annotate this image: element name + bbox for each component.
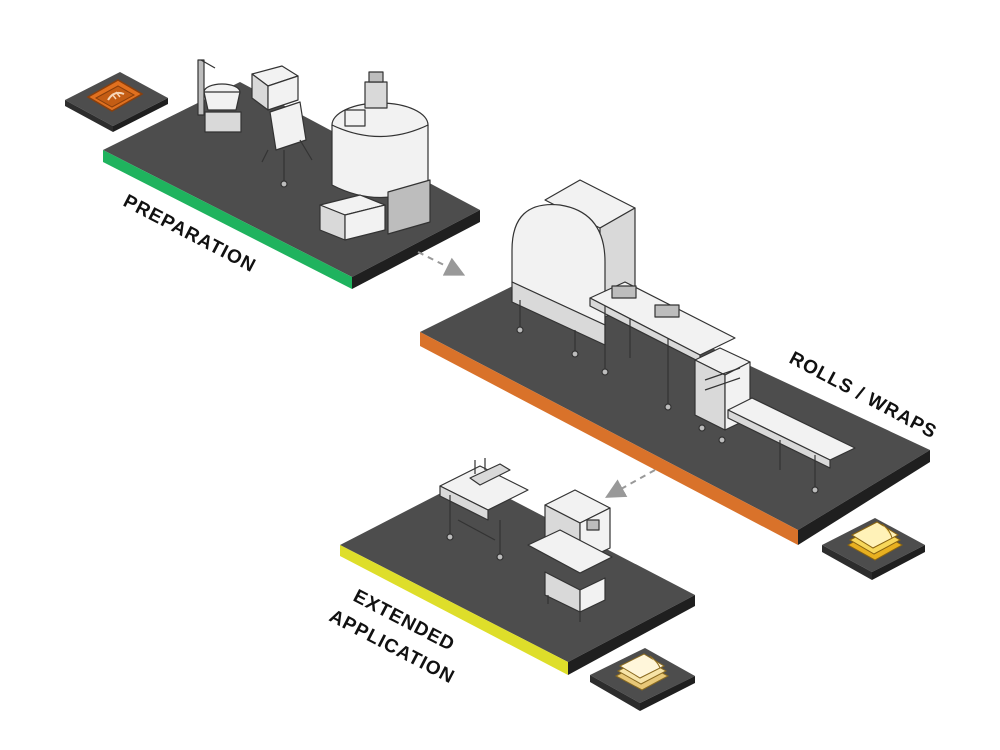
extended-platform <box>340 478 695 662</box>
preparation-dough-mixer <box>251 65 313 188</box>
rolls-wraps-icon-tile <box>822 518 925 580</box>
rolls-wraps-platform <box>420 270 930 530</box>
preparation-color-band <box>103 150 352 289</box>
flow-arrow-rolls-to-extended <box>605 469 656 498</box>
extended-platform-side <box>568 595 695 675</box>
preparation-platform <box>103 82 480 277</box>
preparation-bowl-mixer <box>197 59 242 133</box>
preparation-icon-tile <box>65 72 168 132</box>
rolls-wraps-color-band <box>420 332 798 545</box>
extended-packing-unit <box>527 489 613 622</box>
preparation-station <box>103 59 480 289</box>
preparation-platform-side <box>352 210 480 289</box>
preparation-kettle <box>319 71 431 241</box>
extended-color-band <box>340 545 568 675</box>
extended-sealer-conveyor <box>439 458 529 561</box>
pastry-sheets-icon <box>614 653 670 691</box>
rolls-conveyor-upper <box>589 281 736 411</box>
rolls-wraps-station <box>420 179 930 545</box>
rolls-conveyor-lower <box>727 397 856 494</box>
extended-icon-tile <box>590 648 695 711</box>
flow-arrow-preparation-to-rolls <box>417 251 466 276</box>
rolls-wraps-platform-side <box>798 450 930 545</box>
extended-application-station <box>340 458 695 675</box>
flour-sack-icon <box>86 79 144 112</box>
pastry-sheets-icon <box>846 521 904 561</box>
